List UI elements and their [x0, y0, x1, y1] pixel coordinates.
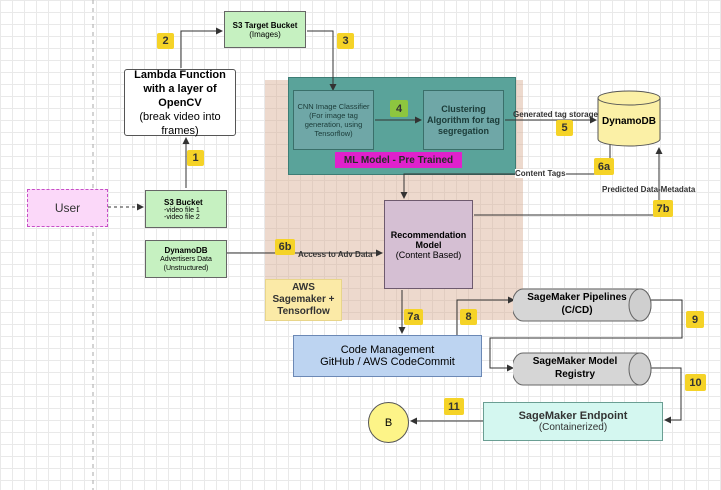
code-title: Code Management	[340, 344, 435, 356]
cnn-label: CNN Image Classifier (For image tag gene…	[297, 102, 370, 138]
registry-cylinder-icon	[513, 352, 652, 386]
lambda-function[interactable]: Lambda Function with a layer of OpenCV (…	[124, 68, 236, 137]
rec-title: Recommendation Model	[390, 229, 467, 250]
step-badge-3: 3	[337, 33, 354, 49]
code-management[interactable]: Code Management GitHub / AWS CodeCommit	[293, 335, 482, 377]
ml-model-label: ML Model - Pre Trained	[335, 152, 462, 168]
user-node[interactable]: User	[27, 189, 108, 227]
sagemaker-registry[interactable]: SageMaker Model Registry	[513, 352, 652, 386]
step-badge-7b: 7b	[653, 200, 673, 217]
access-adv-data-label: Access to Adv Data	[298, 250, 373, 259]
predicted-data-label: Predicted Data-Metadata	[602, 185, 696, 194]
step-badge-2: 2	[157, 33, 174, 49]
lambda-to-target-arrow	[180, 27, 223, 68]
dynamo-adv-sub: Advertisers Data (Unstructured)	[160, 255, 212, 272]
dynamodb-label: DynamoDB	[602, 116, 656, 127]
dynamodb-advertisers[interactable]: DynamoDB Advertisers Data (Unstructured)	[145, 240, 227, 278]
s3-bucket-title: S3 Bucket	[164, 197, 203, 207]
clustering-label: Clustering Algorithm for tag segregation	[427, 103, 500, 136]
rec-sub: (Content Based)	[395, 249, 462, 260]
s3-bucket-file1: -video file 1	[164, 206, 200, 214]
step-badge-1: 1	[187, 150, 204, 166]
sagemaker-pipelines[interactable]: SageMaker Pipelines (C/CD)	[513, 288, 652, 322]
step-badge-6b: 6b	[275, 239, 295, 255]
step-badge-4: 4	[390, 100, 408, 117]
sagemaker-tensorflow-note: AWS Sagemaker + Tensorflow	[265, 279, 342, 321]
dynamodb-store[interactable]: DynamoDB	[597, 89, 661, 147]
registry-to-endpoint-arrow	[651, 367, 682, 424]
code-sub: GitHub / AWS CodeCommit	[320, 356, 455, 368]
s3-bucket[interactable]: S3 Bucket -video file 1 -video file 2	[145, 190, 227, 228]
s3-bucket-file2: -video file 2	[164, 213, 200, 221]
content-tags-label: Content Tags	[515, 169, 566, 178]
user-label: User	[54, 201, 81, 215]
step-badge-6a: 6a	[594, 158, 614, 175]
cylinder-icon	[597, 90, 661, 147]
pipelines-to-registry-arrow	[489, 299, 683, 372]
lambda-sub: (break video into frames)	[139, 110, 221, 137]
pipeline-cylinder-icon	[513, 288, 652, 322]
s3-target-title: S3 Target Bucket	[232, 20, 298, 30]
step-badge-10: 10	[685, 374, 706, 391]
dynamo-adv-title: DynamoDB	[164, 245, 208, 255]
registry-label: SageMaker Model Registry	[532, 356, 618, 380]
sagemaker-endpoint[interactable]: SageMaker Endpoint (Containerized)	[483, 402, 663, 441]
step-badge-11: 11	[444, 398, 464, 415]
b-connector[interactable]: B	[368, 402, 409, 443]
endpoint-sub: (Containerized)	[538, 422, 608, 433]
lambda-title: Lambda Function with a layer of OpenCV	[134, 68, 226, 109]
step-badge-8: 8	[460, 309, 477, 325]
target-to-cnn-arrow	[307, 30, 337, 91]
step-badge-7a: 7a	[404, 309, 423, 325]
predicted-arrow	[474, 147, 663, 216]
clustering-algorithm[interactable]: Clustering Algorithm for tag segregation	[423, 90, 504, 150]
code-to-pipelines-arrow	[456, 296, 515, 335]
pipelines-label: SageMaker Pipelines (C/CD)	[527, 292, 627, 316]
s3-target-sub: (Images)	[249, 29, 281, 39]
recommendation-model[interactable]: Recommendation Model (Content Based)	[384, 200, 473, 289]
step-badge-9: 9	[686, 311, 704, 328]
endpoint-title: SageMaker Endpoint	[518, 410, 628, 422]
cnn-classifier[interactable]: CNN Image Classifier (For image tag gene…	[293, 90, 374, 150]
s3-target-bucket[interactable]: S3 Target Bucket (Images)	[224, 11, 306, 48]
step-badge-5: 5	[556, 120, 573, 136]
generated-tag-storage-label: Generated tag storage	[513, 110, 598, 119]
